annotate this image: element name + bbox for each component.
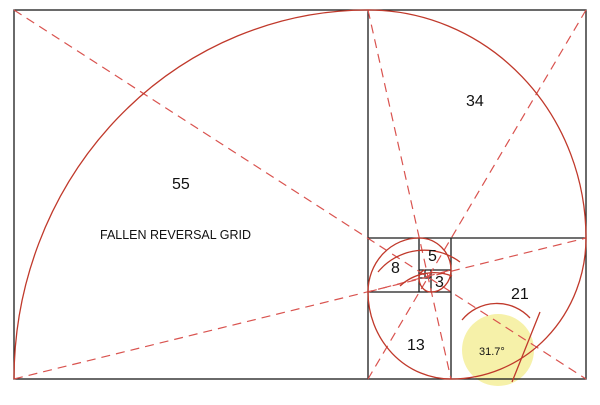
outer-frame [13,9,587,380]
diagonal-main-up [13,237,587,380]
label-8: 8 [391,260,400,277]
diagonal-top-right [367,9,587,380]
angle-highlight-circle [462,314,534,386]
label-13: 13 [407,337,425,354]
label-34: 34 [466,93,484,110]
diagonal-main-down [13,9,587,380]
dashed-diagonals [13,9,587,380]
label-21: 21 [511,286,529,303]
diagonal-top-mid [367,9,452,380]
label-3: 3 [435,274,444,291]
label-5: 5 [428,248,437,265]
diagram-title: FALLEN REVERSAL GRID [100,228,251,242]
angle-label: 31.7° [479,346,505,358]
square-labels: 55 34 21 13 8 5 3 [172,93,529,354]
angle-arc [461,302,531,321]
label-55: 55 [172,176,190,193]
inner-cross-arcs [377,249,461,287]
angle-ray [511,311,541,383]
square-grid [13,9,587,380]
